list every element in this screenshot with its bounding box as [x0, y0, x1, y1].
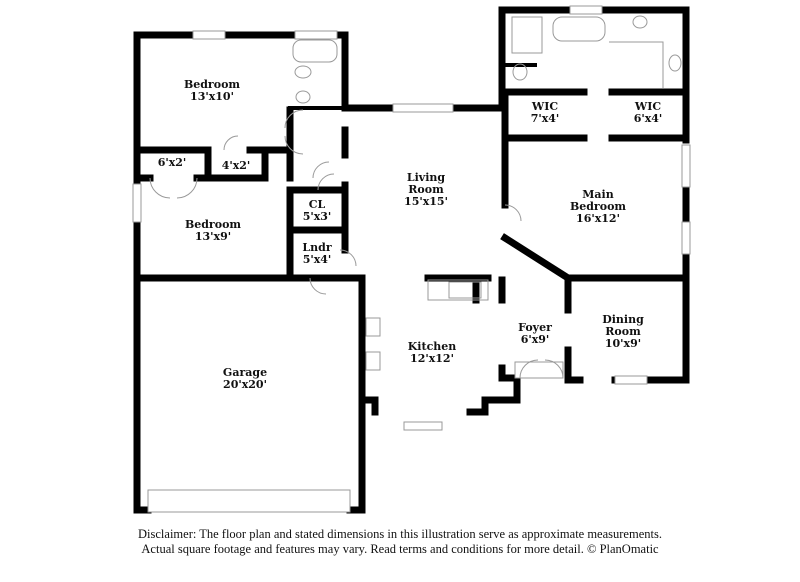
room-label-living-room: Living Room 15'x15'	[404, 172, 448, 208]
room-dims: 6'x9'	[520, 333, 550, 346]
room-name: Bedroom	[569, 200, 627, 213]
room-name: Kitchen	[407, 340, 457, 353]
room-label-main-bedroom: Main Bedroom 16'x12'	[570, 189, 626, 225]
room-name: Room	[605, 325, 641, 338]
room-name: Lndr	[302, 241, 332, 254]
disclaimer-line-1: Disclaimer: The floor plan and stated di…	[138, 527, 662, 541]
room-label-closet-6x2: 6'x2'	[158, 157, 187, 169]
room-dims: 15'x15'	[404, 195, 448, 208]
room-dims: 7'x4'	[530, 112, 560, 125]
room-name: Dining	[602, 313, 644, 326]
room-name: WIC	[531, 100, 559, 113]
room-label-closet-4x2: 4'x2'	[222, 160, 251, 172]
room-label-wic-2: WIC 6'x4'	[634, 101, 663, 125]
room-name: WIC	[634, 100, 662, 113]
room-label-bedroom-w: Bedroom 13'x9'	[185, 219, 241, 243]
room-dims: 13'x9'	[194, 230, 232, 243]
room-dims: 13'x10'	[190, 90, 234, 103]
room-name: Bedroom	[184, 218, 242, 231]
room-label-foyer: Foyer 6'x9'	[518, 322, 552, 346]
room-dims: 10'x9'	[604, 337, 642, 350]
room-dims: 4'x2'	[221, 159, 251, 172]
room-dims: 5'x4'	[302, 253, 332, 266]
room-dims: 6'x2'	[157, 156, 187, 169]
room-name: Room	[408, 183, 444, 196]
room-dims: 6'x4'	[633, 112, 663, 125]
room-name: Main	[582, 188, 614, 201]
room-label-cl: CL 5'x3'	[303, 199, 332, 223]
room-label-wic-1: WIC 7'x4'	[531, 101, 560, 125]
room-label-laundry: Lndr 5'x4'	[302, 242, 331, 266]
room-name: Bedroom	[183, 78, 241, 91]
room-label-bedroom-nw: Bedroom 13'x10'	[184, 79, 240, 103]
room-name: Living	[406, 171, 446, 184]
room-dims: 12'x12'	[410, 352, 454, 365]
room-dims: 16'x12'	[576, 212, 620, 225]
room-name: Garage	[222, 366, 268, 379]
room-name: CL	[308, 198, 326, 211]
disclaimer-line-2: Actual square footage and features may v…	[141, 542, 659, 556]
room-name: Foyer	[518, 321, 552, 334]
room-label-dining-room: Dining Room 10'x9'	[602, 314, 644, 350]
room-label-kitchen: Kitchen 12'x12'	[408, 341, 457, 365]
room-dims: 5'x3'	[302, 210, 332, 223]
room-dims: 20'x20'	[223, 378, 267, 391]
room-label-garage: Garage 20'x20'	[223, 367, 267, 391]
